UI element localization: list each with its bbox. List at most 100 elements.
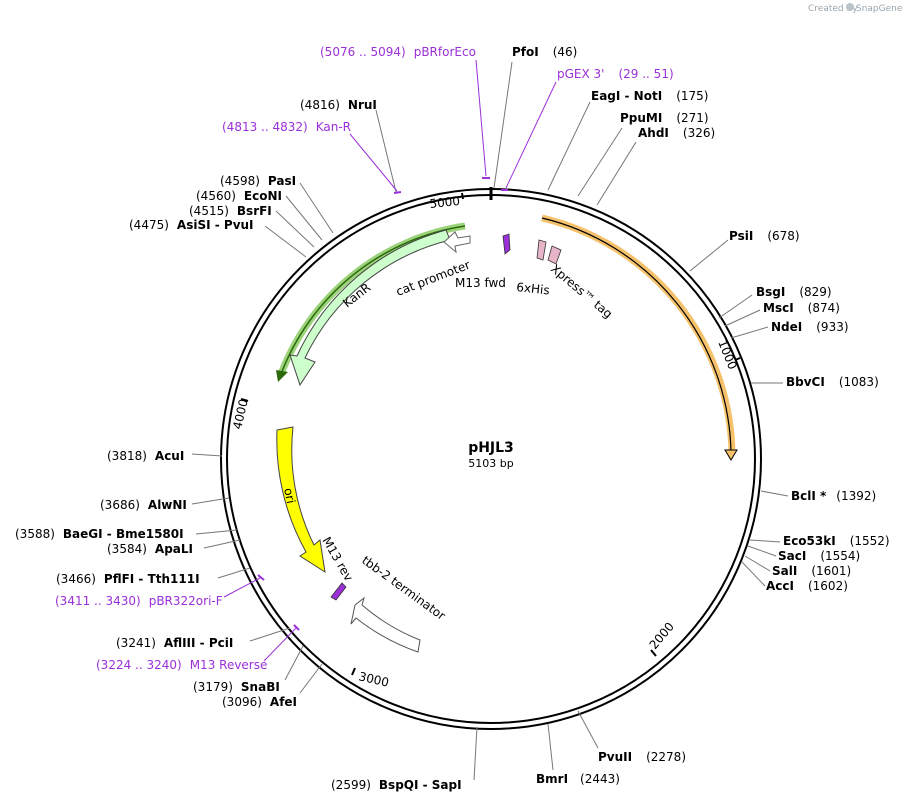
site-afliii-pcii[interactable]: (3241)AflIII - PciI <box>116 636 233 650</box>
leader-ahdi <box>596 141 637 206</box>
leader-ndei <box>730 326 769 339</box>
site-ndei[interactable]: NdeI(933) <box>771 320 849 334</box>
site-labels: PfoI(46) EagI - NotI(175) PpuMI(271) Ahd… <box>15 45 890 792</box>
site-pflfi-tth111i[interactable]: (3466)PflFI - Tth111I <box>56 572 200 586</box>
leader-nrui <box>375 109 397 193</box>
cat-promoter-arrow[interactable] <box>443 231 471 254</box>
primer-pbrforeco[interactable]: (5076 .. 5094)pBRforEco <box>320 45 476 59</box>
site-bbvci[interactable]: BbvCI(1083) <box>786 375 879 389</box>
primer-kanr[interactable]: (4813 .. 4832)Kan-R <box>222 120 351 134</box>
site-ahdi[interactable]: AhdI(326) <box>638 126 715 140</box>
kanr-arc-arrowhead <box>276 370 288 382</box>
leader-afei <box>299 663 323 694</box>
snapgene-logo-icon <box>846 3 854 11</box>
leader-afliii <box>249 627 291 642</box>
primer-leader-pbrforeco <box>475 59 487 177</box>
leader-snabi <box>284 645 304 681</box>
primer-mark-m13reverse <box>293 624 300 631</box>
site-bsgi[interactable]: BsgI(829) <box>756 285 832 299</box>
site-acci[interactable]: AccI(1602) <box>766 579 848 593</box>
tick-label-2000: 2000 <box>647 620 677 652</box>
primer-leader-m13reverse <box>263 627 297 662</box>
tick-2000 <box>650 649 657 657</box>
site-pfoi[interactable]: PfoI(46) <box>512 45 577 59</box>
leader-alwni <box>191 497 230 505</box>
tick-label-1000: 1000 <box>715 338 739 372</box>
6xhis-label: 6xHis <box>516 280 551 297</box>
leader-asisi <box>264 225 307 258</box>
primer-labels: (5076 .. 5094)pBRforEco pGEX 3'(29 .. 51… <box>55 45 674 672</box>
tick-label-4000: 4000 <box>230 398 251 431</box>
leader-acci <box>741 561 766 587</box>
created-by-text: Created by <box>808 4 858 14</box>
site-leader-lines <box>191 61 789 781</box>
site-snabi[interactable]: (3179)SnaBI <box>193 680 280 694</box>
leader-psii <box>689 239 729 272</box>
primer-leader-pgex3 <box>505 81 557 189</box>
primer-pgex3[interactable]: pGEX 3'(29 .. 51) <box>557 67 674 81</box>
site-pasi[interactable]: (4598)PasI <box>220 174 296 188</box>
tick-label-3000: 3000 <box>357 669 390 690</box>
leader-baegi <box>195 529 238 535</box>
tick-label-5000: 5000 <box>429 194 461 211</box>
leader-bsgi <box>718 294 753 319</box>
site-eco53ki[interactable]: Eco53kI(1552) <box>783 534 890 548</box>
m13-rev-feature[interactable] <box>330 582 347 601</box>
orf-arc <box>541 217 732 453</box>
site-ppumi[interactable]: PpuMI(271) <box>620 111 709 125</box>
leader-pflfi <box>217 567 251 579</box>
site-acui[interactable]: (3818)AcuI <box>107 449 184 463</box>
leader-pvuii <box>577 710 599 749</box>
primer-leader-kanr <box>349 133 398 192</box>
ori-feature-arrow[interactable] <box>276 426 326 574</box>
kanr-feature-arrow[interactable] <box>289 229 451 387</box>
primer-leader-lines <box>223 59 557 662</box>
site-asisi-pvui[interactable]: (4475)AsiSI - PvuI <box>129 218 254 232</box>
site-sali[interactable]: SalI(1601) <box>772 564 851 578</box>
site-afei[interactable]: (3096)AfeI <box>222 695 297 709</box>
m13-fwd-label: M13 fwd <box>455 276 506 290</box>
primer-m13-reverse[interactable]: (3224 .. 3240)M13 Reverse <box>96 658 267 672</box>
tbb2-terminator-arrow[interactable] <box>350 596 421 653</box>
site-bcli[interactable]: BclI *(1392) <box>791 489 876 503</box>
leader-msci <box>724 309 761 327</box>
snapgene-text: SnapGene <box>856 4 903 14</box>
site-saci[interactable]: SacI(1554) <box>778 549 860 563</box>
leader-econi <box>285 195 323 241</box>
leader-bspqi <box>473 726 478 781</box>
kanr-arc <box>280 225 466 375</box>
site-alwni[interactable]: (3686)AlwNI <box>100 498 187 512</box>
site-baegi-bme1580i[interactable]: (3588)BaeGI - Bme1580I <box>15 527 184 541</box>
ori-label: ori <box>281 487 298 505</box>
xpress-tag-feature[interactable] <box>547 245 562 265</box>
leader-bsrfi <box>275 210 315 248</box>
primer-leader-pbr322ori <box>223 577 261 598</box>
m13-rev-label: M13 rev <box>319 535 355 584</box>
primer-pbr322ori-f[interactable]: (3411 .. 3430)pBR322ori-F <box>55 594 223 608</box>
6xhis-feature[interactable] <box>536 239 547 261</box>
leader-bmri <box>547 723 554 771</box>
m13-fwd-feature[interactable] <box>502 233 511 255</box>
tick-1000 <box>734 357 741 361</box>
leader-bcli <box>760 490 789 497</box>
site-bspqi-sapi[interactable]: (2599)BspQI - SapI <box>331 778 462 792</box>
site-econi[interactable]: (4560)EcoNI <box>196 189 282 203</box>
primer-mark-kanr <box>393 191 402 194</box>
site-psii[interactable]: PsiI(678) <box>729 229 800 243</box>
site-apali[interactable]: (3584)ApaLI <box>107 542 193 556</box>
plasmid-size: 5103 bp <box>468 457 513 470</box>
orf-arc-highlight <box>541 214 736 454</box>
site-msci[interactable]: MscI(874) <box>763 301 840 315</box>
site-bsrfi[interactable]: (4515)BsrFI <box>189 204 272 218</box>
site-pvuii[interactable]: PvuII(2278) <box>598 750 686 764</box>
site-bmri[interactable]: BmrI(2443) <box>536 772 620 786</box>
site-eagi-noti[interactable]: EagI - NotI(175) <box>591 89 708 103</box>
plasmid-name: pHJL3 <box>468 440 514 456</box>
snapgene-brand: Created by SnapGene <box>808 3 903 14</box>
tick-4000 <box>240 398 249 402</box>
xpress-tag-label: Xpress™ tag <box>548 262 615 322</box>
tick-3000 <box>351 667 356 676</box>
site-nrui[interactable]: (4816)NruI <box>300 98 377 112</box>
